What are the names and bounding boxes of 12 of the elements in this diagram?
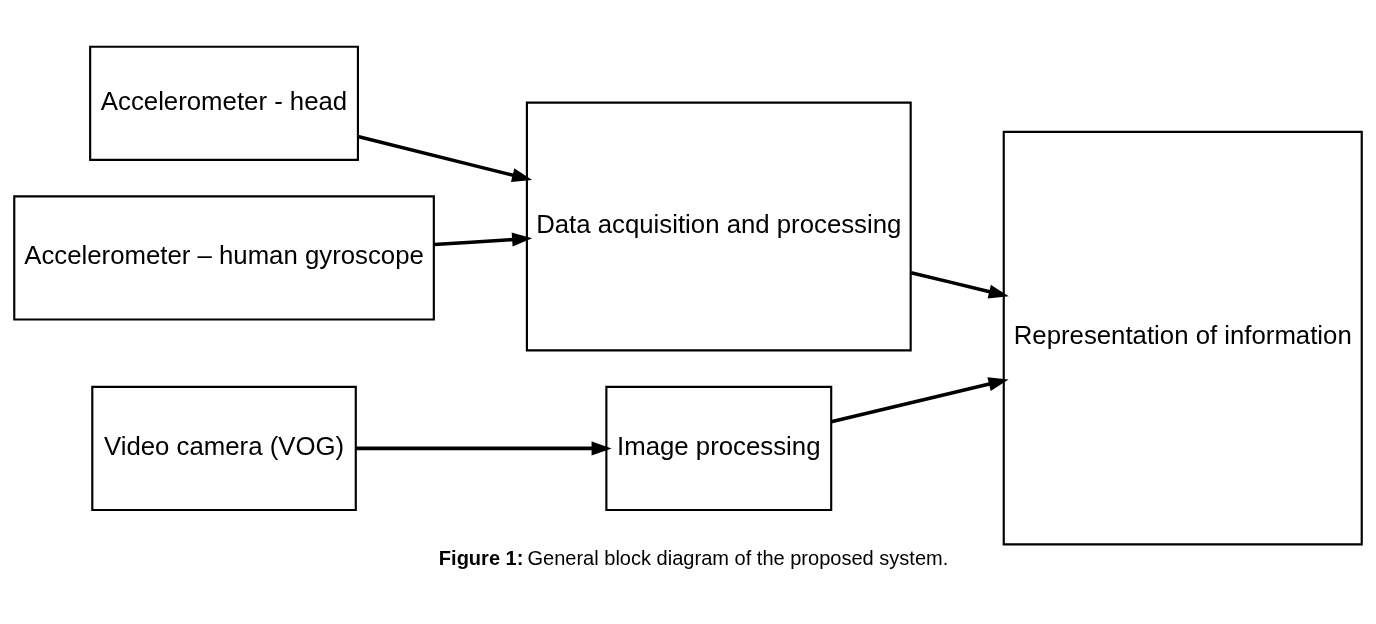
node-box: Data acquisition and processing <box>525 101 912 352</box>
arrow <box>356 441 612 456</box>
node-box: Representation of information <box>1002 130 1363 546</box>
node-box: Video camera (VOG) <box>91 385 357 512</box>
arrow <box>910 270 1009 299</box>
arrow <box>830 377 1009 424</box>
node-box: Accelerometer – human gyroscope <box>13 195 435 321</box>
arrow <box>357 134 533 182</box>
node-box: Image processing <box>605 385 833 512</box>
node-box: Accelerometer - head <box>89 45 359 161</box>
arrow <box>433 232 533 247</box>
caption: Figure 1: General block diagram of the proposed system. <box>438 546 949 569</box>
